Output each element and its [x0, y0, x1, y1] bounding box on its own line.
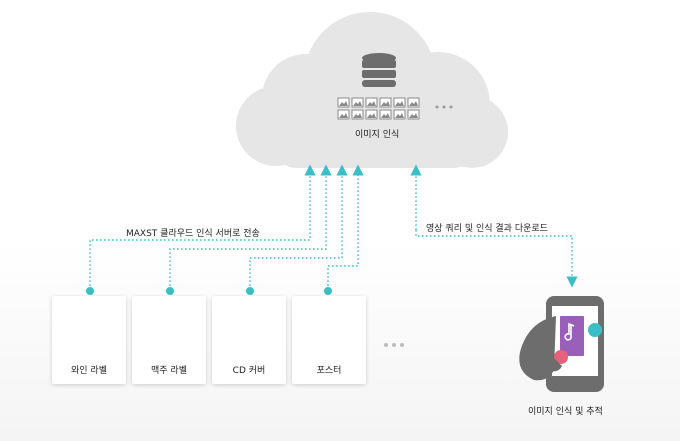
image-thumbnail-mountain — [409, 101, 418, 106]
image-thumbnail-icon — [365, 97, 378, 108]
more-cards-dots — [384, 343, 404, 347]
card-label: 포스터 — [316, 366, 342, 376]
card-label: CD 커버 — [232, 366, 266, 376]
card-cd-cover: CD 커버 — [212, 296, 286, 384]
image-thumbnail-icon — [365, 109, 378, 120]
image-thumbnail-mountain — [339, 113, 348, 118]
card-label: 맥주 라벨 — [151, 366, 187, 376]
upload-label: MAXST 클라우드 인식 서버로 전송 — [126, 229, 260, 239]
query-label: 영상 쿼리 및 인식 결과 다운로드 — [426, 224, 548, 234]
card-beer-label: 맥주 라벨 — [132, 296, 206, 384]
image-thumbnail-mountain — [353, 101, 362, 106]
image-thumbnail-mountain — [353, 113, 362, 118]
image-thumbnail-icon — [393, 97, 406, 108]
card-wine-label: 와인 라벨 — [52, 296, 126, 384]
image-thumbnail-icon — [337, 97, 350, 108]
cloud-label: 이미지 인식 — [355, 130, 400, 140]
image-thumbnail-icon — [379, 97, 392, 108]
image-thumbnail-mountain — [409, 113, 418, 118]
more-dots — [435, 105, 453, 109]
image-thumbnail-mountain — [381, 113, 390, 118]
cloud-shape — [236, 12, 508, 168]
connector-nodes — [86, 287, 332, 295]
card-label: 와인 라벨 — [71, 366, 107, 376]
image-thumbnail-icon — [337, 109, 350, 120]
card-poster: 포스터 — [292, 296, 366, 384]
image-thumbnail-mountain — [395, 101, 404, 106]
image-thumbnail-icon — [393, 109, 406, 120]
upload-connectors — [89, 164, 364, 290]
query-connector — [410, 164, 578, 288]
image-thumbnail-icon — [351, 109, 364, 120]
image-thumbnail-mountain — [381, 101, 390, 106]
phone-icon — [519, 296, 604, 392]
image-thumbnail-mountain — [339, 101, 348, 106]
image-thumbnails — [337, 97, 420, 120]
image-thumbnail-icon — [379, 109, 392, 120]
database-icon — [362, 53, 396, 87]
image-thumbnail-mountain — [367, 113, 376, 118]
image-thumbnail-mountain — [395, 113, 404, 118]
image-thumbnail-icon — [407, 109, 420, 120]
image-thumbnail-mountain — [367, 101, 376, 106]
image-thumbnail-icon — [351, 97, 364, 108]
phone-label: 이미지 인식 및 추적 — [528, 407, 603, 417]
image-thumbnail-icon — [407, 97, 420, 108]
